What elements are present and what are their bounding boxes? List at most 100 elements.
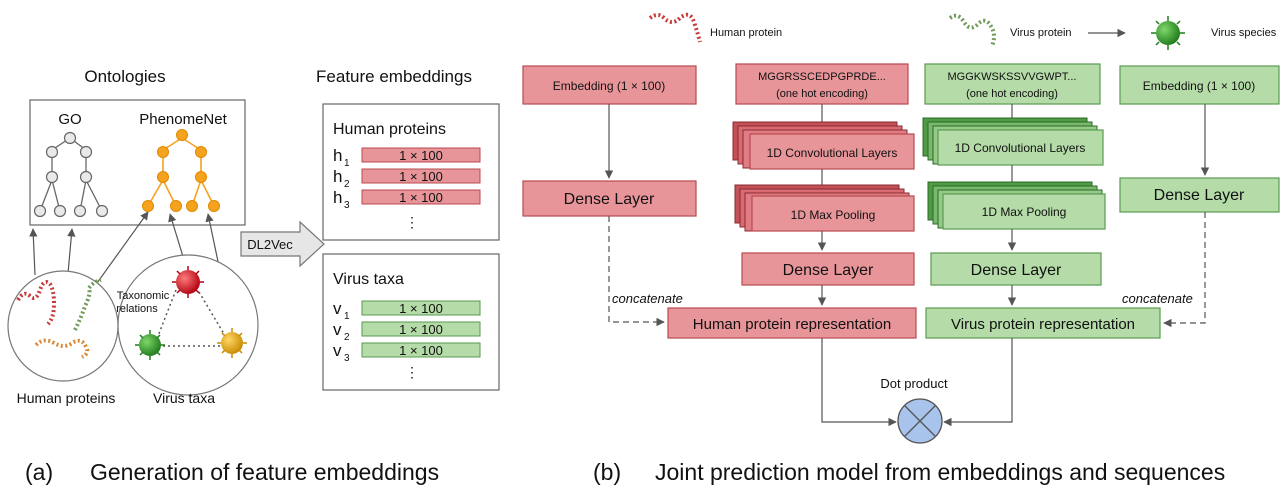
human-max-pooling: 1D Max Pooling	[734, 184, 915, 232]
human-proteins-label: Human proteins	[17, 390, 116, 406]
row-symbol: v	[333, 299, 342, 318]
virus-protein-representation	[925, 307, 1161, 339]
row-symbol: v	[333, 320, 342, 339]
svg-text:Dense Layer: Dense Layer	[564, 191, 655, 208]
caption-b-text: Joint prediction model from embeddings a…	[655, 459, 1225, 485]
embedding-bar	[361, 321, 481, 337]
svg-text:(one hot encoding): (one hot encoding)	[966, 88, 1058, 100]
feature-embeddings-title: Feature embeddings	[316, 67, 472, 86]
human-protein-representation	[667, 307, 917, 339]
svg-text:Dense Layer: Dense Layer	[971, 262, 1062, 279]
dot-product-label: Dot product	[880, 376, 948, 391]
virus-yellow-icon	[217, 328, 247, 358]
dl2vec-arrow: DL2Vec	[240, 220, 325, 268]
svg-text:MGGRSSCEDPGPRDE...: MGGRSSCEDPGPRDE...	[758, 71, 886, 83]
ontologies-title: Ontologies	[84, 67, 165, 86]
human-box-title: Human proteins	[333, 121, 446, 138]
svg-text:1D Max Pooling: 1D Max Pooling	[791, 208, 876, 222]
embedding-size: 1 × 100	[399, 190, 443, 205]
virus-sequence-box	[924, 63, 1101, 105]
virus-embedding-box	[1119, 65, 1280, 105]
svg-text:1D Max Pooling: 1D Max Pooling	[982, 205, 1067, 219]
row-subscript: 2	[344, 332, 350, 343]
dot-product-icon	[897, 398, 943, 444]
row-subscript: 2	[344, 179, 350, 190]
virus-species-icon-label: Virus species	[1211, 27, 1277, 39]
row-symbol: v	[333, 341, 342, 360]
embedding-size: 1 × 100	[399, 301, 443, 316]
phenomenet-tree-icon	[142, 129, 220, 212]
panel-a: Ontologies GO PhenomeNet	[7, 67, 500, 485]
human-ellipsis: ⋮	[405, 214, 419, 230]
virus-green-icon	[135, 330, 165, 360]
svg-text:DL2Vec: DL2Vec	[247, 237, 293, 252]
row-subscript: 1	[344, 311, 350, 322]
svg-text:Embedding (1 × 100): Embedding (1 × 100)	[553, 79, 665, 93]
human-protein-chain-icons	[16, 278, 102, 359]
concatenate-right: concatenate	[1122, 291, 1193, 306]
phenomenet-label: PhenomeNet	[139, 111, 227, 128]
virus-embedding-dense-layer	[1119, 177, 1280, 213]
svg-text:MGGKWSKSSVVGWPT...: MGGKWSKSSVVGWPT...	[948, 71, 1077, 83]
embedding-size: 1 × 100	[399, 322, 443, 337]
virus-taxa-label: Virus taxa	[153, 390, 215, 406]
virus-ellipsis: ⋮	[405, 364, 419, 380]
embedding-bar	[361, 342, 481, 358]
virus-seq-dense-layer	[930, 252, 1102, 286]
caption-a-letter: (a)	[25, 459, 53, 485]
human-conv-layers: 1D Convolutional Layers	[732, 121, 915, 170]
virus-box-title: Virus taxa	[333, 271, 404, 288]
virus-species-icon	[1151, 16, 1185, 50]
svg-text:Virus protein representation: Virus protein representation	[951, 316, 1135, 333]
concatenate-left: concatenate	[612, 291, 683, 306]
embedding-bar	[361, 300, 481, 316]
embedding-size: 1 × 100	[399, 343, 443, 358]
relations-label: relations	[116, 303, 158, 315]
go-tree-icon	[33, 131, 109, 218]
embedding-size: 1 × 100	[399, 169, 443, 184]
svg-text:1D Convolutional Layers: 1D Convolutional Layers	[955, 141, 1086, 155]
embedding-bar	[361, 147, 481, 163]
human-seq-dense-layer	[741, 252, 915, 286]
svg-text:Dense Layer: Dense Layer	[783, 262, 874, 279]
row-subscript: 3	[344, 353, 350, 364]
svg-text:(one hot encoding): (one hot encoding)	[776, 88, 868, 100]
taxonomic-label: Taxonomic	[117, 290, 170, 302]
human-embedding-box	[522, 65, 697, 105]
human-protein-icon-label: Human protein	[710, 27, 782, 39]
embedding-bar	[361, 168, 481, 184]
caption-a-text: Generation of feature embeddings	[90, 459, 439, 485]
row-symbol: h	[333, 146, 342, 165]
svg-text:Dense Layer: Dense Layer	[1154, 187, 1245, 204]
row-subscript: 3	[344, 200, 350, 211]
virus-max-pooling: 1D Max Pooling	[927, 181, 1106, 230]
embedding-size: 1 × 100	[399, 148, 443, 163]
embedding-bar	[361, 189, 481, 205]
virus-red-icon	[172, 266, 204, 298]
human-protein-chain-icon	[648, 12, 702, 43]
go-label: GO	[58, 111, 81, 128]
svg-text:1D Convolutional Layers: 1D Convolutional Layers	[767, 146, 898, 160]
panel-b: Human protein Virus protein Virus specie…	[522, 12, 1280, 485]
virus-protein-chain-icon	[948, 13, 996, 47]
svg-text:Embedding (1 × 100): Embedding (1 × 100)	[1143, 79, 1255, 93]
taxonomic-relation-dots	[157, 289, 225, 347]
row-symbol: h	[333, 167, 342, 186]
human-sequence-box	[735, 63, 909, 105]
virus-protein-icon-label: Virus protein	[1010, 27, 1072, 39]
caption-b-letter: (b)	[593, 459, 621, 485]
row-subscript: 1	[344, 158, 350, 169]
svg-text:Human protein representation: Human protein representation	[693, 316, 891, 333]
virus-taxa-circle	[117, 254, 259, 396]
virus-conv-layers: 1D Convolutional Layers	[922, 117, 1104, 166]
row-symbol: h	[333, 188, 342, 207]
human-proteins-circle	[7, 270, 119, 382]
